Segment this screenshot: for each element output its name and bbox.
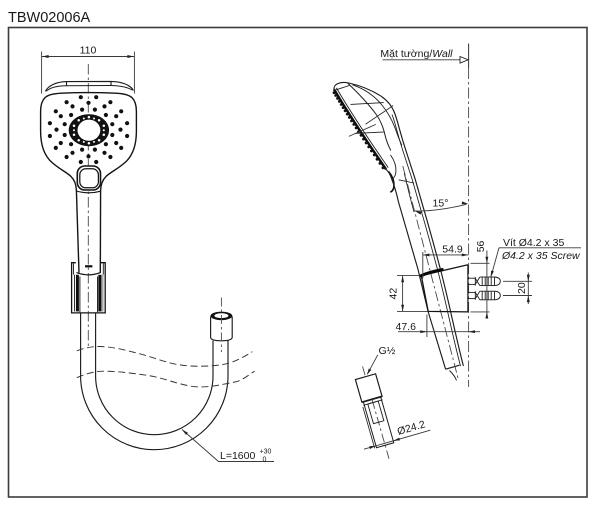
- svg-text:56: 56: [475, 240, 487, 252]
- svg-text:Vít Ø4.2 x 35: Vít Ø4.2 x 35: [503, 237, 564, 249]
- svg-text:TBW02006A: TBW02006A: [8, 10, 91, 26]
- svg-text:G½: G½: [379, 345, 396, 357]
- svg-text:0: 0: [263, 457, 267, 464]
- svg-text:L=1600: L=1600: [220, 450, 255, 462]
- svg-text:42: 42: [388, 288, 400, 300]
- svg-text:Ø4.2 x 35 Screw: Ø4.2 x 35 Screw: [501, 250, 581, 262]
- svg-text:110: 110: [80, 45, 97, 57]
- svg-text:Mặt tường/Wall: Mặt tường/Wall: [380, 48, 453, 60]
- svg-text:15°: 15°: [433, 198, 449, 210]
- svg-text:54.9: 54.9: [442, 243, 463, 255]
- svg-text:20: 20: [516, 282, 528, 294]
- svg-text:47.6: 47.6: [396, 321, 417, 333]
- svg-text:+30: +30: [260, 449, 272, 456]
